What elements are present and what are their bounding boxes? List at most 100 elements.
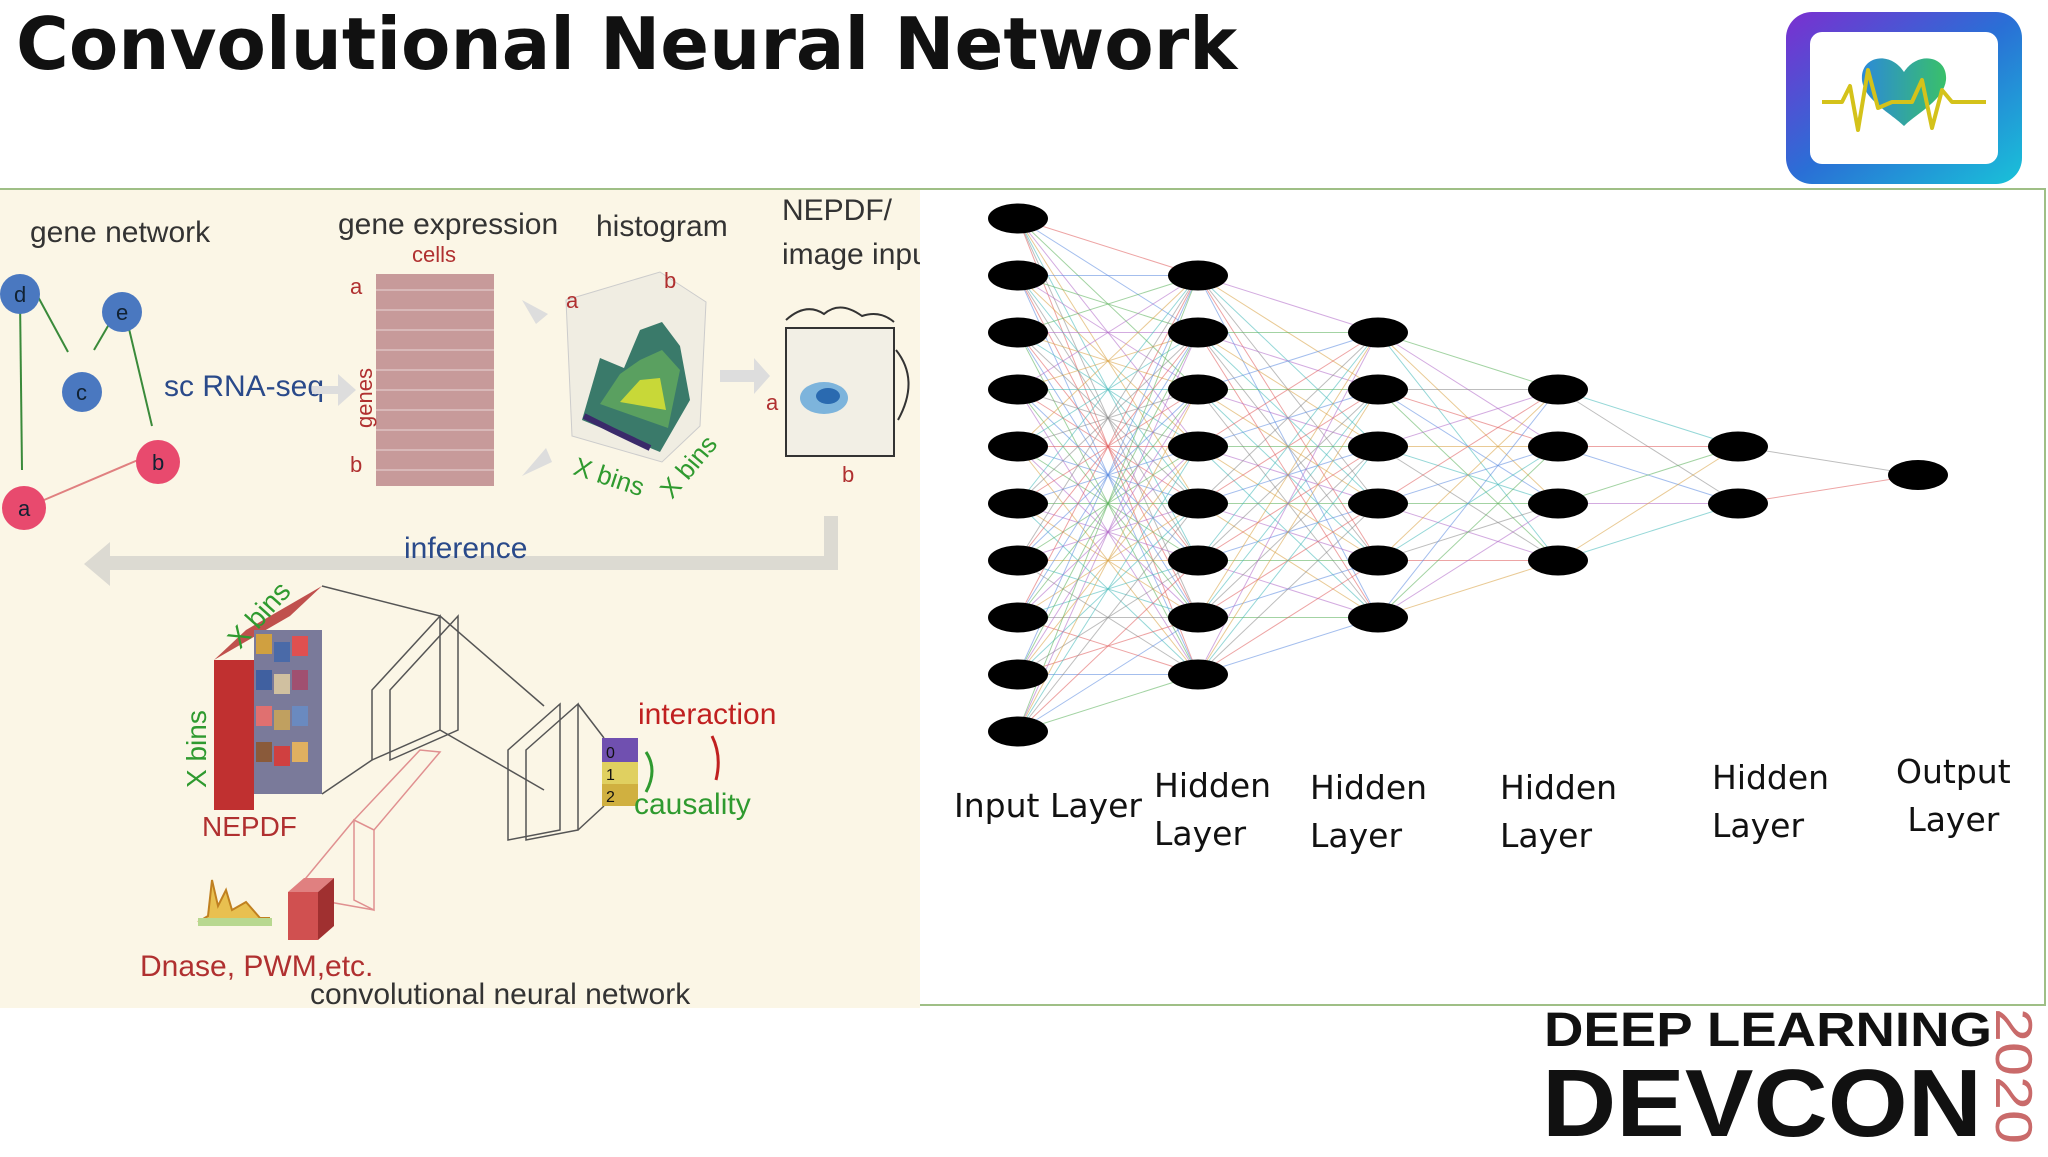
network-edge	[1017, 503, 1199, 732]
network-edge	[1197, 332, 1379, 618]
network-edge	[1377, 560, 1559, 618]
network-edge	[1017, 275, 1199, 732]
cnn-gene-figure: gene network gene expression cells histo…	[0, 190, 938, 1011]
network-node-layer-0	[988, 716, 1048, 747]
node-e: e	[116, 300, 128, 325]
cnn-input-volume: X bins X bins NEPDF	[181, 575, 322, 842]
hidden-layer-1-line2: Layer	[1154, 814, 1247, 853]
interaction-label: interaction	[638, 698, 776, 731]
network-edge	[1737, 474, 1919, 504]
expression-matrix: a b genes	[350, 274, 494, 486]
page-title: Convolutional Neural Network	[16, 2, 1238, 86]
cells-label: cells	[412, 242, 456, 267]
network-node-layer-0	[988, 431, 1048, 462]
network-edge	[1377, 389, 1559, 447]
matrix-label-a: a	[350, 274, 363, 299]
network-node-layer-0	[988, 488, 1048, 519]
output-layer-line2: Layer	[1907, 800, 2000, 839]
network-node-layer-2	[1348, 317, 1408, 348]
network-node-layer-0	[988, 260, 1048, 291]
network-node-layer-1	[1168, 374, 1228, 405]
network-node-layer-2	[1348, 488, 1408, 519]
network-edge	[1017, 332, 1199, 732]
out-2: 2	[606, 789, 615, 806]
node-c: c	[76, 380, 87, 405]
hidden-layer-3-line2: Layer	[1500, 816, 1593, 855]
network-edge	[1377, 332, 1559, 390]
network-edge	[1197, 389, 1379, 675]
genes-label: genes	[352, 368, 377, 428]
hidden-layer-2-label: Hidden Layer	[1310, 764, 1427, 860]
network-node-layer-1	[1168, 317, 1228, 348]
content-frame	[0, 188, 2046, 1006]
network-edge	[1017, 275, 1199, 447]
matrix-label-b: b	[350, 452, 362, 477]
network-node-layer-0	[988, 203, 1048, 234]
network-node-layer-4	[1708, 488, 1768, 519]
hidden-layer-1-label: Hidden Layer	[1154, 762, 1271, 858]
network-node-layer-1	[1168, 545, 1228, 576]
network-node-layer-1	[1168, 488, 1228, 519]
devcon-logo: DEEP LEARNING DEVCON 2020	[1540, 1004, 2042, 1157]
hist-label-a: a	[566, 288, 579, 313]
network-edge	[1377, 389, 1559, 504]
node-a: a	[18, 496, 31, 521]
cnn-x-bins-left: X bins	[181, 710, 212, 788]
network-edge	[1017, 560, 1199, 732]
network-edge	[1557, 389, 1739, 447]
node-b: b	[152, 450, 164, 475]
network-node-layer-3	[1528, 488, 1588, 519]
nepdf-title-line1: NEPDF/	[782, 194, 893, 227]
cnn-label: convolutional neural network	[310, 978, 691, 1008]
network-node-layer-0	[988, 374, 1048, 405]
hidden-layer-1-line1: Hidden	[1154, 766, 1272, 805]
hidden-layer-4-label: Hidden Layer	[1712, 754, 1829, 850]
devcon-line2: DEVCON	[1542, 1050, 1982, 1152]
network-edge	[1557, 446, 1739, 504]
devcon-year: 2020	[1984, 1008, 2040, 1144]
network-edge	[1557, 446, 1739, 561]
network-node-layer-2	[1348, 374, 1408, 405]
inference-label: inference	[404, 532, 527, 565]
input-layer-label: Input Layer	[954, 786, 1142, 825]
network-edge	[1197, 275, 1379, 333]
network-node-layer-3	[1528, 374, 1588, 405]
network-edge	[1197, 332, 1379, 390]
network-edge	[1017, 617, 1199, 732]
cnn-layers	[321, 585, 605, 841]
out-0: 0	[606, 745, 615, 762]
network-edge	[1557, 503, 1739, 561]
network-node-layer-2	[1348, 545, 1408, 576]
network-edge	[1197, 560, 1379, 675]
network-edge	[1017, 275, 1199, 561]
node-d: d	[14, 282, 26, 307]
network-edge	[1017, 275, 1199, 504]
network-edge	[1017, 218, 1199, 276]
network-node-layer-0	[988, 317, 1048, 348]
causality-label: causality	[634, 788, 751, 821]
network-edge	[1377, 446, 1559, 618]
network-edge	[1017, 275, 1199, 333]
network-node-layer-0	[988, 545, 1048, 576]
histogram-label: histogram	[596, 210, 728, 243]
network-node-layer-1	[1168, 431, 1228, 462]
hist-label-b: b	[664, 268, 676, 293]
devcon-line1: DEEP LEARNING	[1544, 1004, 1992, 1057]
histogram-3d: a b X bins X bins	[565, 268, 723, 504]
dnase-signal	[197, 878, 334, 940]
network-node-layer-3	[1528, 545, 1588, 576]
nepdf-title-line2: image input	[782, 238, 920, 271]
network-edge	[1017, 674, 1199, 732]
hidden-layer-2-line1: Hidden	[1310, 768, 1428, 807]
out-1: 1	[606, 767, 615, 784]
network-edge	[1197, 332, 1379, 447]
hidden-layer-4-line1: Hidden	[1712, 758, 1830, 797]
gene-network-graph: d e c b a	[0, 274, 180, 530]
network-node-layer-2	[1348, 602, 1408, 633]
neural-network-diagram	[930, 192, 2040, 892]
network-edge	[1197, 503, 1379, 675]
hidden-layer-3-label: Hidden Layer	[1500, 764, 1617, 860]
dnase-label: Dnase, PWM,etc.	[140, 950, 373, 983]
nepdf-label-b: b	[842, 462, 854, 487]
network-edge	[1737, 446, 1919, 476]
